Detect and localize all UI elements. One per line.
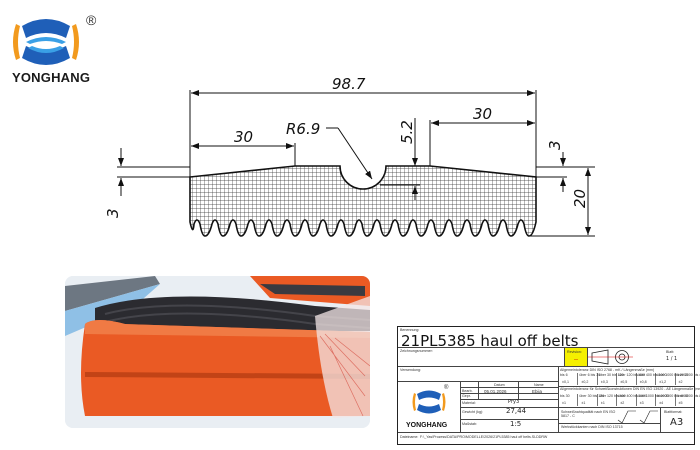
dim-groove-radius-label: R6.9 (286, 120, 320, 138)
dimension-groove-depth (380, 118, 420, 200)
scale-value: 1:5 (510, 420, 522, 428)
dim-total-height-label: 20 (571, 189, 589, 208)
tolerance-header: Allgemeintoleranz DIN ISO 2768 - mK / Lä… (560, 368, 655, 372)
logo-emblem-icon (13, 19, 79, 65)
registered-mark: ® (86, 12, 97, 28)
revision-box: Revision: -- (564, 348, 588, 366)
filename-value: F:\_Yas\Prozess\DATA\PRO\MODELLE\2026\21… (420, 435, 548, 439)
title-block-brand: YONGHANG (406, 422, 448, 429)
brand-name: YONGHANG (12, 70, 91, 85)
tolerance-table: bis 6±0,1 über 6 bis 30±0,2 über 30 bis … (560, 373, 700, 385)
dimension-overall-width (189, 90, 537, 177)
projection-symbol-icon (588, 349, 633, 365)
dim-right-flat-label: 30 (473, 105, 492, 123)
revision-label: Revision: (567, 350, 582, 354)
company-logo: ® YONGHANG (8, 8, 118, 88)
format-value: A3 (670, 417, 684, 428)
dimension-total-height (530, 166, 595, 237)
dim-overall-width-label: 98.7 (332, 75, 366, 93)
sheet-value: 1 / 1 (666, 356, 678, 362)
dim-left-taper-label: 3 (104, 208, 122, 218)
filename-label: Dateiname: (400, 435, 419, 439)
weight-label: Gewicht (kg): (462, 410, 484, 414)
belt-profile (189, 165, 537, 237)
edge-standard: Werkstückkanten nach DIN ISO 13715 (561, 425, 623, 429)
surface-finish-icon (617, 410, 658, 424)
dimension-left-flat (191, 143, 296, 166)
designation-label: Benennung: (400, 328, 420, 332)
drawing-title: 21PL5385 haul off belts (401, 332, 579, 350)
material-label: Material: (462, 401, 476, 405)
dimension-right-taper (536, 152, 567, 192)
col-name: Name (534, 383, 544, 387)
usage-label: Verwendung: (400, 368, 421, 372)
product-photo (65, 276, 370, 428)
row-checked: Gepr. (462, 394, 471, 398)
dimension-left-taper (117, 148, 190, 196)
weight-value: 27,44 (506, 407, 527, 415)
scale-label: Maßstab: (462, 422, 477, 426)
dimension-right-flat (429, 120, 535, 166)
title-block-logo: ® YONGHANG (406, 385, 449, 429)
dimension-groove-radius (326, 127, 373, 180)
logo-emblem-icon (412, 390, 446, 414)
sheet-label: Blatt: (666, 350, 675, 354)
weld-quality: Schweißnahtqualität nach EN ISO 5817 - C (561, 410, 616, 418)
col-date: Datum (494, 383, 505, 387)
drawing-title-block: Benennung: 21PL5385 haul off belts Zeich… (397, 326, 700, 445)
material-value: Pry3 (508, 399, 520, 405)
belt-photo-illustration (65, 276, 370, 428)
dim-right-taper-label: 3 (546, 140, 564, 150)
weld-tolerance-header: Allgemeintoleranz für Schweißkonstruktio… (560, 387, 700, 391)
dim-left-flat-label: 30 (234, 128, 253, 146)
belt-cross-section-drawing: 98.7 30 30 R6.9 5.2 3 3 (104, 75, 595, 237)
weld-tolerance-table: bis 30±1 über 30 bis 120±1 über 120 bis … (560, 394, 700, 406)
dim-groove-depth-label: 5.2 (398, 120, 416, 144)
row-drawn: Bearb. (462, 389, 473, 393)
date-value: 05.01.2026 (484, 389, 507, 394)
drawing-number-label: Zeichnungsnummer: (400, 349, 433, 353)
name-value: Ebiia (532, 389, 543, 394)
format-label: Blattformat: (664, 410, 683, 414)
revision-value: -- (574, 357, 578, 363)
